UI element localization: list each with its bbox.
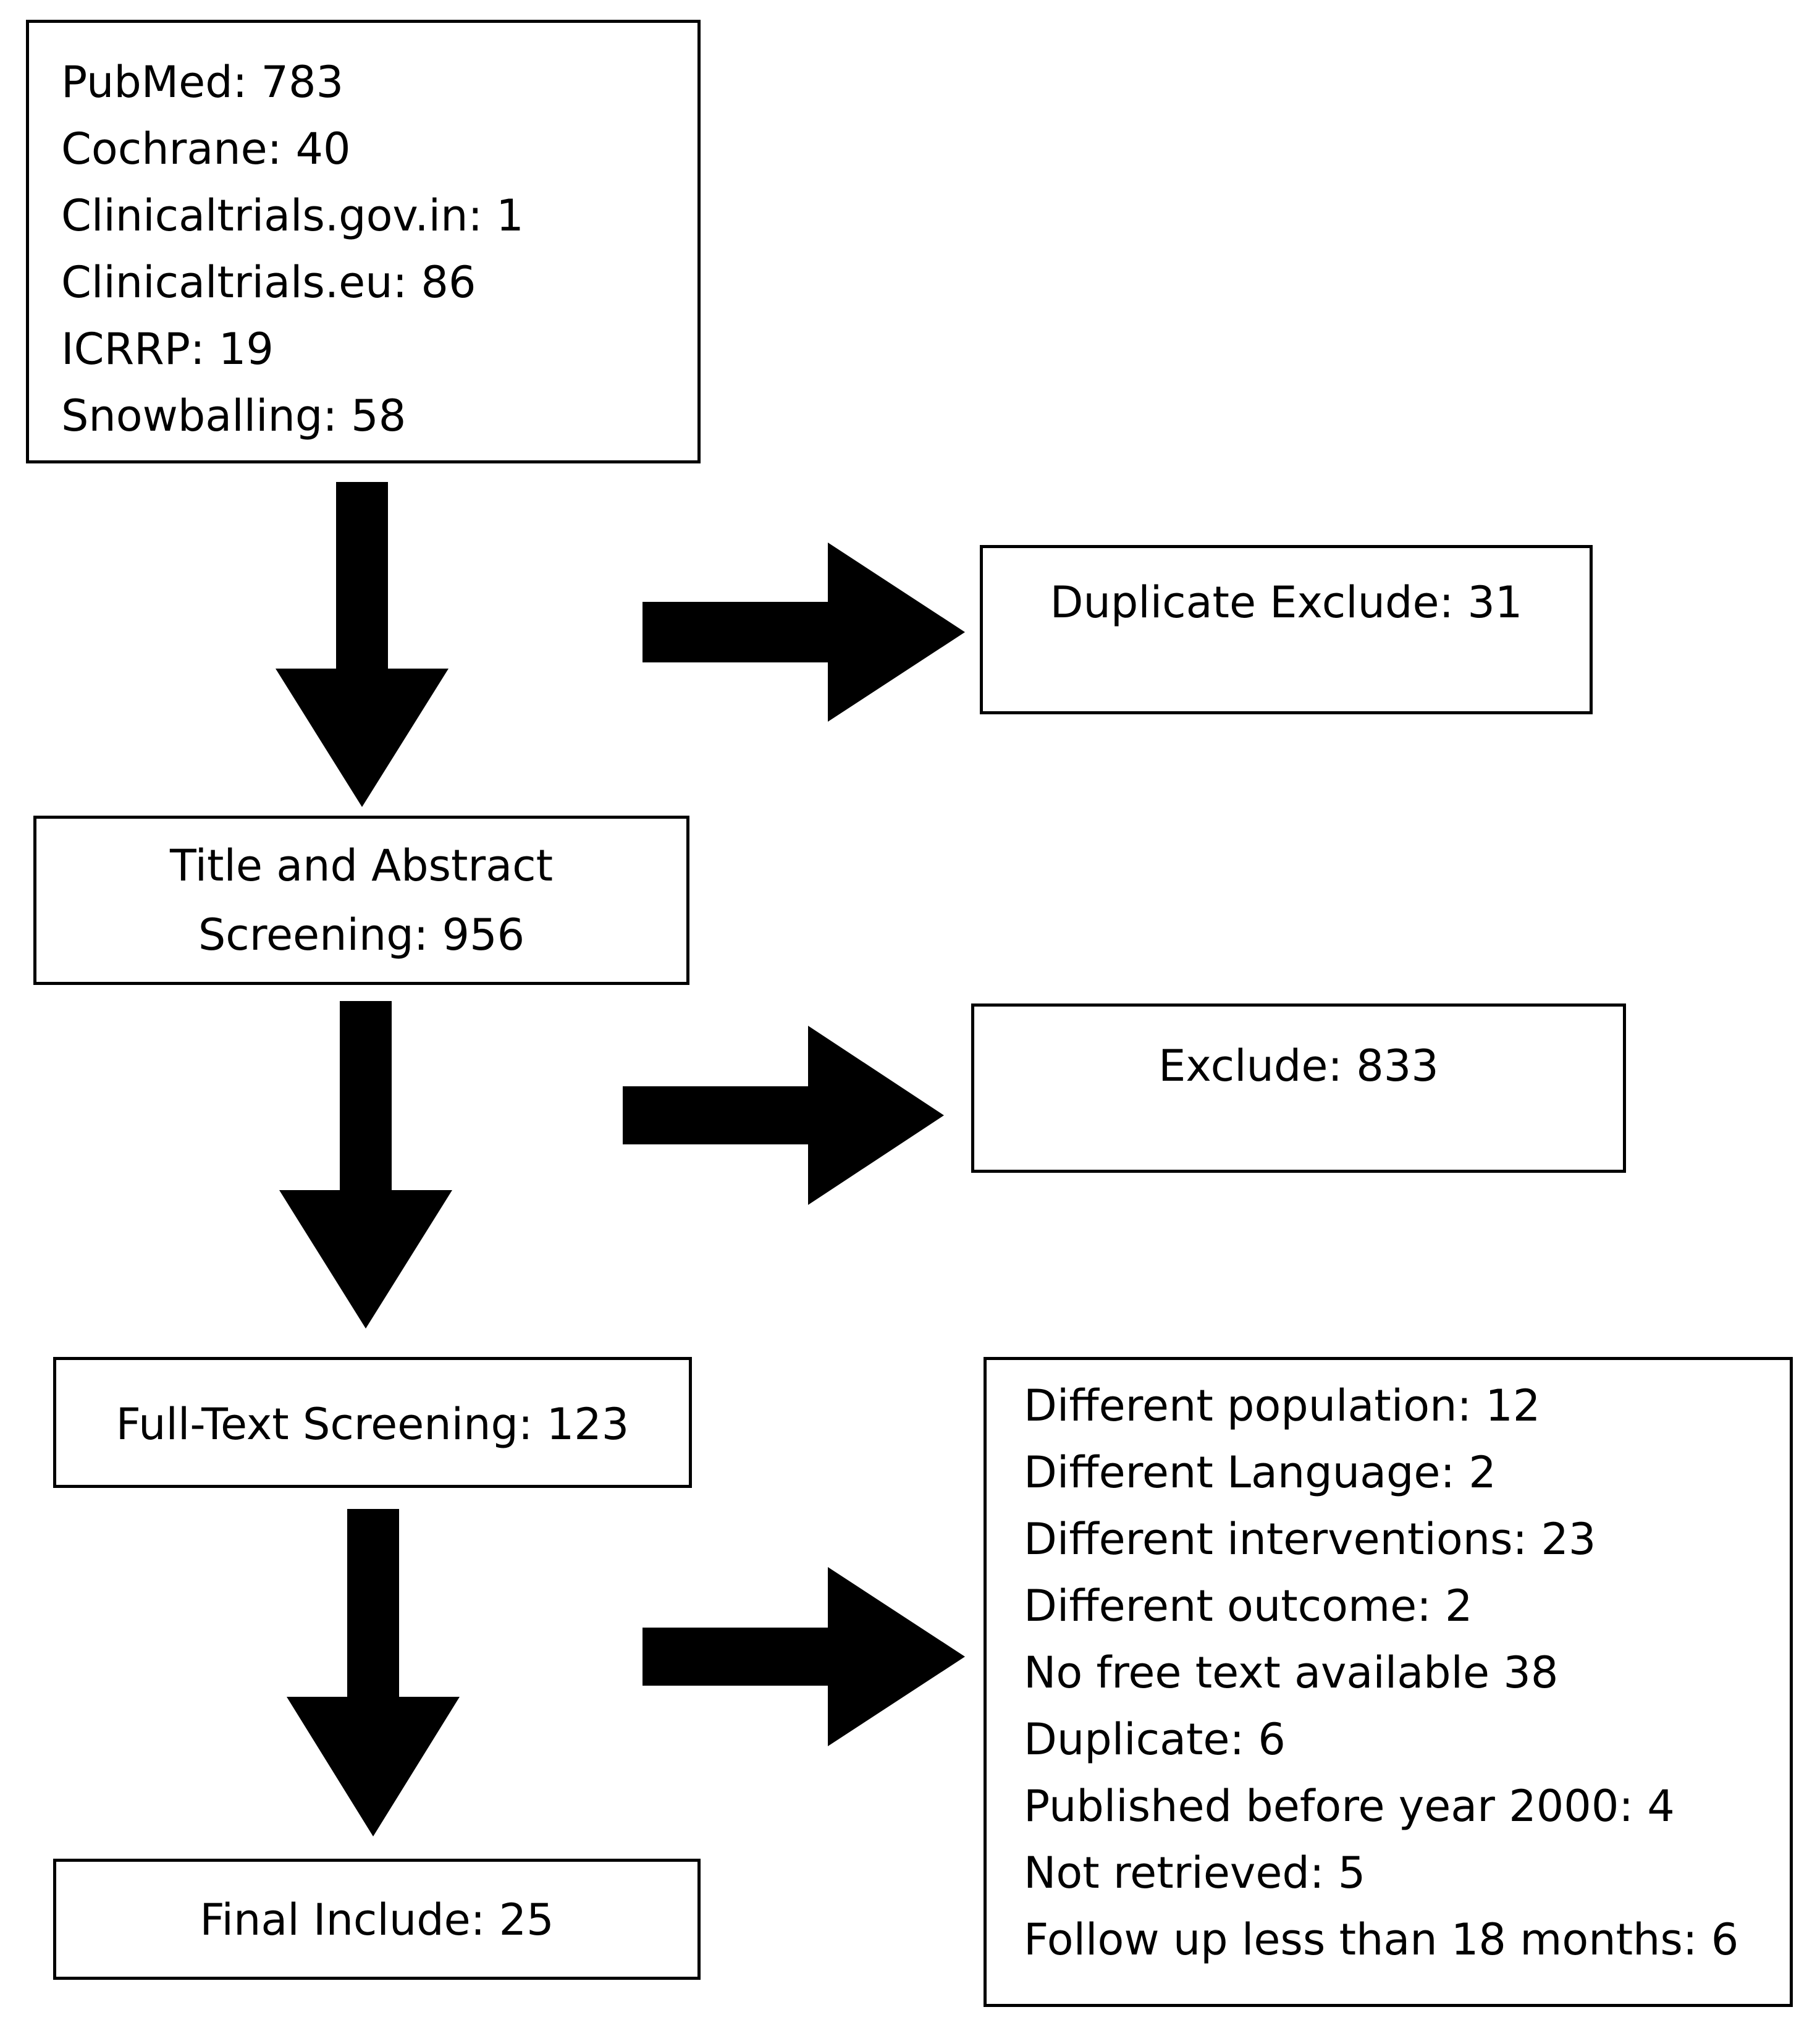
- title-abstract-line-2: Screening: 956: [198, 910, 525, 960]
- exclusion-reason: No free text available 38: [1024, 1647, 1559, 1698]
- source-line: Cochrane: 40: [61, 124, 351, 174]
- source-line: Clinicaltrials.eu: 86: [61, 257, 476, 308]
- title-abstract-box: Title and Abstract Screening: 956: [33, 816, 689, 985]
- exclusion-reason: Different outcome: 2: [1024, 1581, 1473, 1631]
- source-line: ICRRP: 19: [61, 324, 274, 374]
- exclusion-reason: Not retrieved: 5: [1024, 1848, 1366, 1898]
- exclusion-reason: Different Language: 2: [1024, 1447, 1496, 1498]
- exclusion-reason: Follow up less than 18 months: 6: [1024, 1914, 1739, 1965]
- exclude-box: Exclude: 833: [971, 1003, 1626, 1173]
- source-line: PubMed: 783: [61, 57, 344, 108]
- down-arrow-1: [276, 482, 449, 807]
- final-include-box: Final Include: 25: [53, 1859, 701, 1980]
- exclude-label: Exclude: 833: [1158, 1041, 1439, 1091]
- exclusion-reason: Published before year 2000: 4: [1024, 1781, 1675, 1832]
- exclusion-reason: Different interventions: 23: [1024, 1514, 1596, 1565]
- full-text-screening-box: Full-Text Screening: 123: [53, 1357, 692, 1488]
- down-arrow-2: [279, 1001, 452, 1329]
- right-arrow-3: [642, 1567, 965, 1746]
- down-arrow-3: [287, 1509, 460, 1836]
- source-line: Clinicaltrials.gov.in: 1: [61, 190, 524, 241]
- right-arrow-2: [623, 1026, 944, 1205]
- sources-box: PubMed: 783 Cochrane: 40 Clinicaltrials.…: [26, 20, 701, 463]
- exclusion-reason: Duplicate: 6: [1024, 1714, 1286, 1765]
- title-abstract-line-1: Title and Abstract: [169, 840, 554, 891]
- full-text-screening-label: Full-Text Screening: 123: [116, 1399, 630, 1450]
- source-line: Snowballing: 58: [61, 391, 407, 441]
- duplicate-exclude-label: Duplicate Exclude: 31: [1050, 577, 1523, 628]
- duplicate-exclude-box: Duplicate Exclude: 31: [980, 545, 1593, 714]
- final-include-label: Final Include: 25: [200, 1895, 554, 1945]
- right-arrow-1: [642, 543, 965, 722]
- exclusion-reasons-box: Different population: 12 Different Langu…: [984, 1357, 1793, 2007]
- exclusion-reason: Different population: 12: [1024, 1380, 1541, 1431]
